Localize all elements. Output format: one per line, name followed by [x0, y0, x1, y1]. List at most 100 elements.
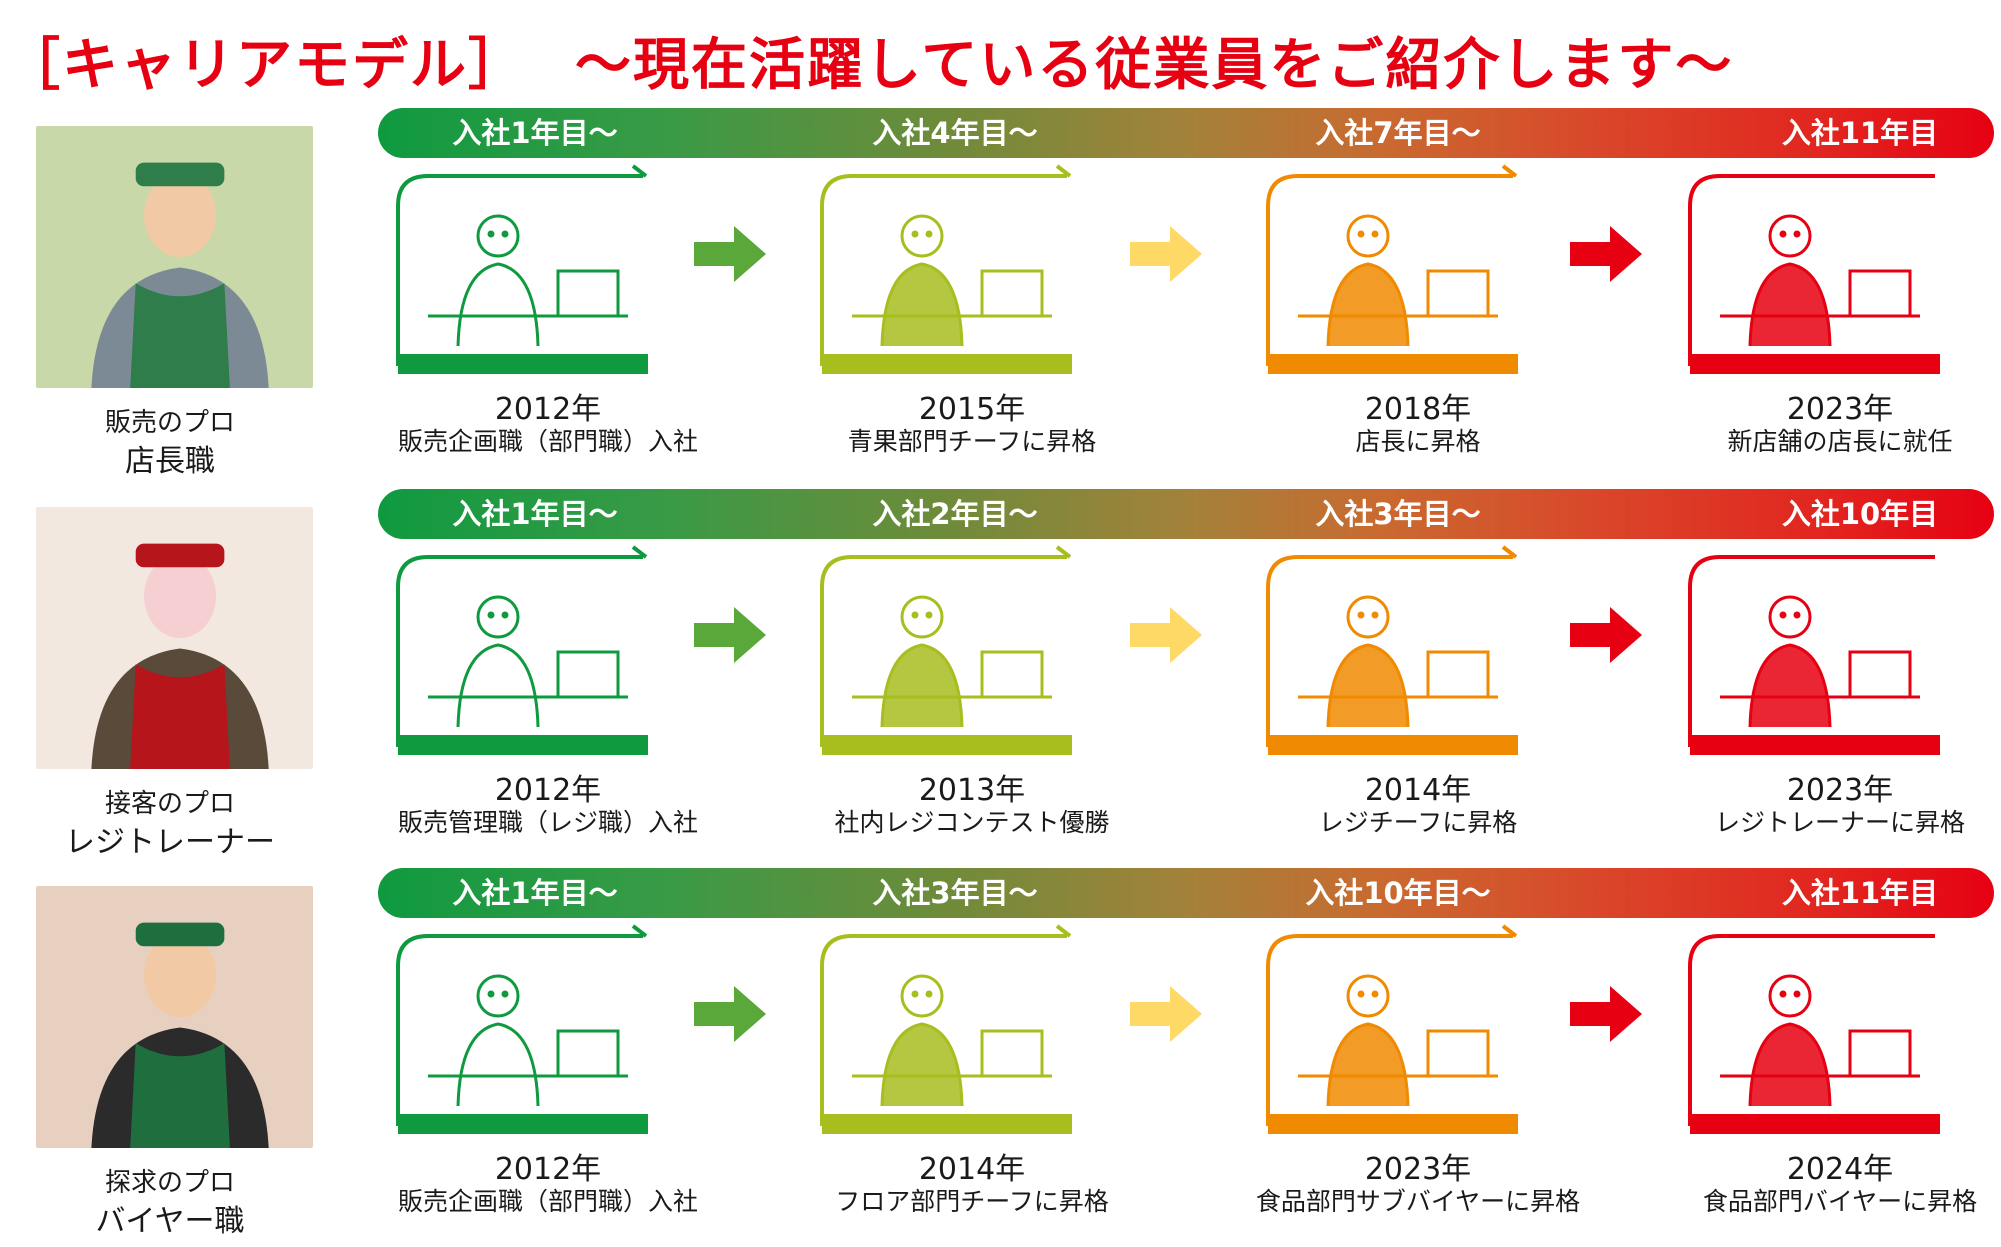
role-subtitle: 探求のプロ: [104, 1168, 235, 1198]
stage-tenure-label: 入社10年目: [1781, 497, 1939, 531]
career-stage-card: 2014年レジチーフに昇格: [1266, 545, 1568, 837]
stage-description: 販売企画職（部門職）入社: [397, 1187, 698, 1216]
frame-base-bar: [1690, 1114, 1940, 1134]
progression-arrow-icon: [694, 607, 766, 663]
progression-arrow-icon: [1570, 607, 1642, 663]
career-stage-card: 2012年販売管理職（レジ職）入社: [396, 545, 698, 837]
stage-illustration-frame: [1688, 174, 1990, 376]
stage-year: 2014年: [918, 1152, 1026, 1187]
stage-illustration-frame: [1266, 924, 1568, 1136]
person-illustration-icon: [1298, 974, 1498, 1107]
role-title: バイヤー職: [95, 1204, 245, 1239]
frame-base-bar: [398, 1114, 648, 1134]
person-illustration-icon: [1720, 974, 1920, 1107]
person-illustration-icon: [428, 595, 628, 728]
stage-illustration-frame: [396, 164, 698, 376]
stage-year: 2012年: [494, 1152, 602, 1187]
stage-description: 社内レジコンテスト優勝: [834, 808, 1110, 837]
person-illustration-icon: [428, 974, 628, 1107]
person-illustration-icon: [1298, 595, 1498, 728]
career-stage-card: 2015年青果部門チーフに昇格: [820, 164, 1122, 456]
stage-description: 販売管理職（レジ職）入社: [397, 808, 698, 837]
stage-tenure-label: 入社1年目～: [452, 876, 618, 910]
stage-description: 販売企画職（部門職）入社: [397, 427, 698, 456]
employee-photo: [36, 507, 313, 769]
frame-base-bar: [1268, 354, 1518, 374]
stage-illustration-frame: [1688, 555, 1990, 757]
stage-illustration-frame: [820, 924, 1122, 1136]
stage-tenure-label: 入社7年目～: [1315, 116, 1481, 150]
stage-illustration-frame: [1266, 164, 1568, 376]
stage-illustration-frame: [396, 545, 698, 757]
person-illustration-icon: [1720, 214, 1920, 347]
stage-description: 新店舗の店長に就任: [1727, 427, 1953, 456]
stage-tenure-label: 入社4年目～: [872, 116, 1038, 150]
stage-tenure-label: 入社3年目～: [872, 876, 1038, 910]
stage-tenure-label: 入社3年目～: [1315, 497, 1481, 531]
frame-base-bar: [398, 354, 648, 374]
stage-year: 2023年: [1786, 773, 1894, 808]
career-stage-card: 2023年新店舗の店長に就任: [1688, 166, 1990, 456]
stage-tenure-label: 入社1年目～: [452, 116, 618, 150]
stage-description: 食品部門バイヤーに昇格: [1702, 1187, 1978, 1216]
stage-tenure-label: 入社11年目: [1781, 116, 1939, 150]
career-stage-card: 2024年食品部門バイヤーに昇格: [1688, 926, 1990, 1216]
career-stage-card: 2023年レジトレーナーに昇格: [1688, 547, 1990, 837]
page-title: ［キャリアモデル］: [4, 33, 526, 98]
career-row-store-manager: 販売のプロ店長職 入社1年目～ 入社4年目～ 入社7年目～ 入社11年目 2012年販売企…: [0, 106, 2001, 486]
page-subtitle: ～現在活躍している従業員をご紹介します～: [575, 33, 1734, 98]
career-timeline-banner: [378, 868, 1994, 918]
stage-year: 2018年: [1364, 392, 1472, 427]
employee-photo: [36, 886, 313, 1148]
stage-illustration-frame: [1266, 545, 1568, 757]
stage-illustration-frame: [1688, 934, 1990, 1136]
career-timeline-banner: [378, 108, 1994, 158]
person-illustration-icon: [852, 974, 1052, 1107]
stage-year: 2012年: [494, 392, 602, 427]
person-illustration-icon: [1298, 214, 1498, 347]
stage-year: 2013年: [918, 773, 1026, 808]
role-subtitle: 販売のプロ: [104, 408, 235, 438]
role-subtitle: 接客のプロ: [104, 789, 235, 819]
stage-year: 2015年: [918, 392, 1026, 427]
person-head: [144, 933, 217, 1017]
stage-description: フロア部門チーフに昇格: [835, 1187, 1109, 1216]
progression-arrow-icon: [694, 986, 766, 1042]
employee-photo: [36, 126, 313, 388]
person-illustration-icon: [852, 214, 1052, 347]
stage-year: 2014年: [1364, 773, 1472, 808]
frame-base-bar: [398, 735, 648, 755]
progression-arrow-icon: [1130, 226, 1202, 282]
person-illustration-icon: [1720, 595, 1920, 728]
person-illustration-icon: [852, 595, 1052, 728]
person-illustration-icon: [428, 214, 628, 347]
role-title: 店長職: [125, 444, 215, 479]
stage-description: レジトレーナーに昇格: [1714, 808, 1965, 837]
stage-year: 2024年: [1786, 1152, 1894, 1187]
stage-description: 青果部門チーフに昇格: [847, 427, 1097, 456]
stage-description: レジチーフに昇格: [1318, 808, 1518, 837]
stage-tenure-label: 入社11年目: [1781, 876, 1939, 910]
career-stage-card: 2012年販売企画職（部門職）入社: [396, 924, 698, 1216]
stage-year: 2023年: [1786, 392, 1894, 427]
stage-tenure-label: 入社2年目～: [872, 497, 1038, 531]
progression-arrow-icon: [1570, 986, 1642, 1042]
career-stage-card: 2013年社内レジコンテスト優勝: [820, 545, 1122, 837]
progression-arrow-icon: [1570, 226, 1642, 282]
stage-illustration-frame: [820, 164, 1122, 376]
frame-base-bar: [1690, 735, 1940, 755]
career-stage-card: 2018年店長に昇格: [1266, 164, 1568, 456]
career-timeline-banner: [378, 489, 1994, 539]
role-title: レジトレーナー: [65, 825, 275, 860]
career-stage-card: 2023年食品部門サブバイヤーに昇格: [1256, 924, 1580, 1216]
progression-arrow-icon: [1130, 986, 1202, 1042]
frame-base-bar: [822, 735, 1072, 755]
frame-base-bar: [1268, 1114, 1518, 1134]
stage-year: 2023年: [1364, 1152, 1472, 1187]
progression-arrow-icon: [1130, 607, 1202, 663]
frame-base-bar: [1268, 735, 1518, 755]
progression-arrow-icon: [694, 226, 766, 282]
frame-base-bar: [822, 354, 1072, 374]
